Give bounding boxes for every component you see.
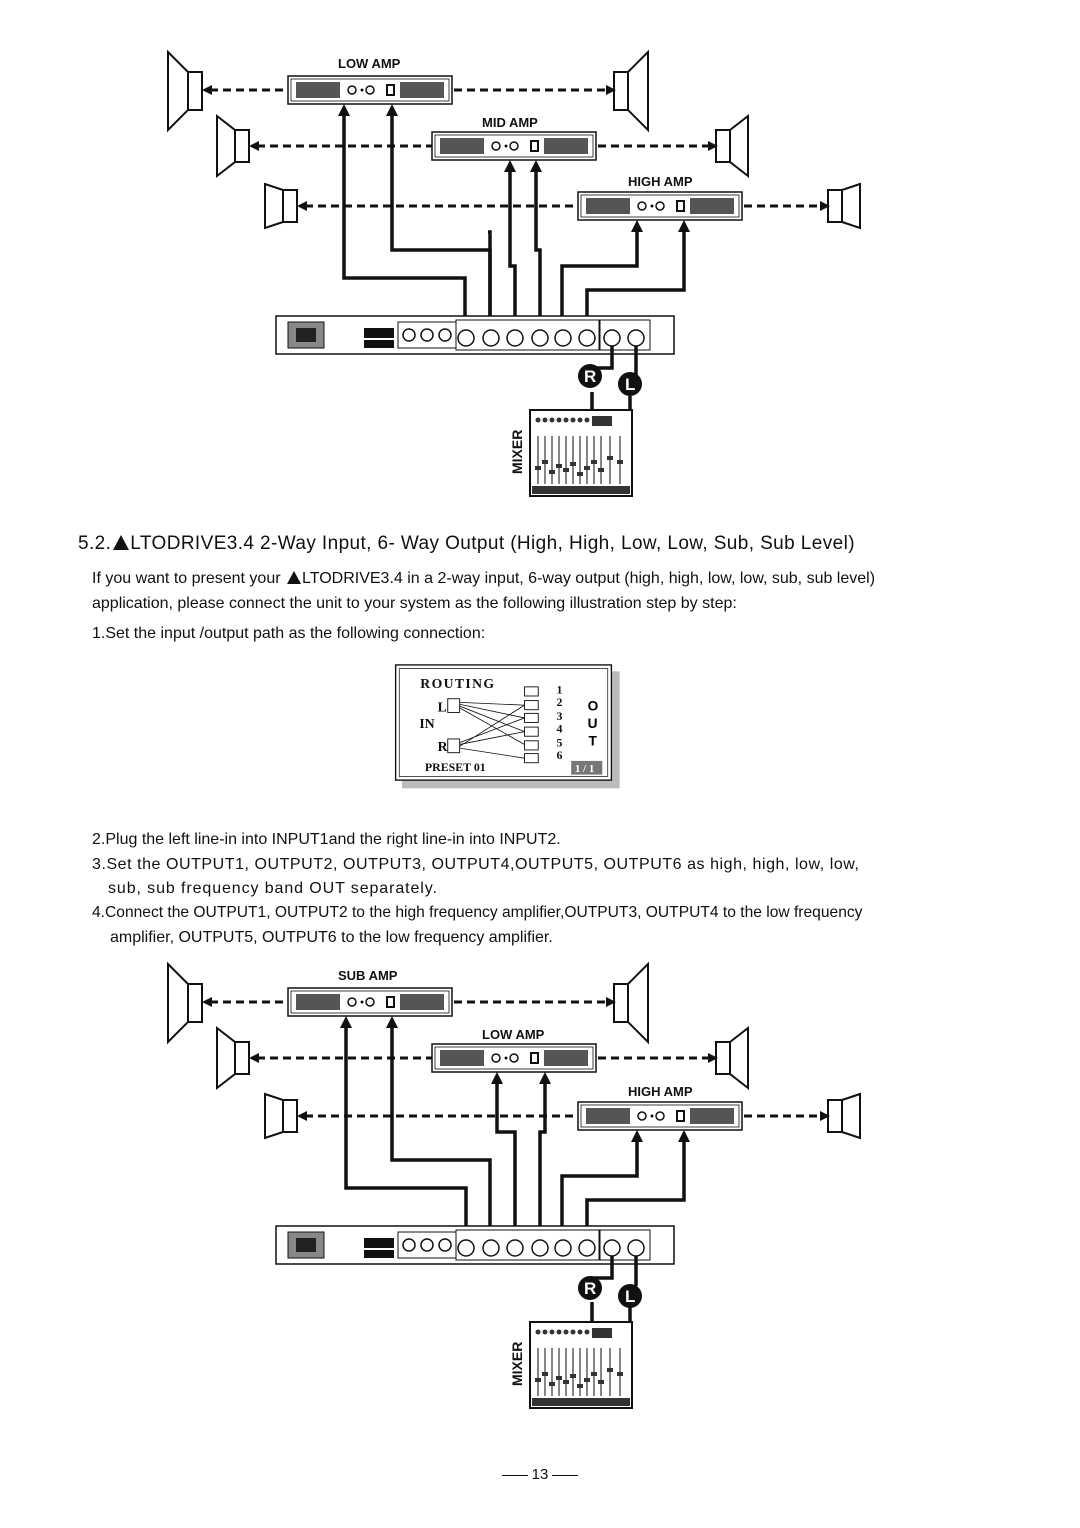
intro-line-2: application, please connect the unit to …	[92, 595, 737, 612]
routing-input-right: R	[438, 739, 449, 754]
output-number: 2	[557, 695, 563, 709]
out-letter: T	[589, 733, 598, 748]
out-letter: U	[588, 716, 598, 731]
output-number: 5	[557, 735, 563, 749]
top-left-channel-badge: L	[625, 375, 635, 394]
top-high-amp-label: HIGH AMP	[628, 174, 693, 189]
top-connection-diagram: LOW AMP MID AMP HIGH AMP R L MIXER	[167, 49, 861, 497]
bottom-left-channel-badge: L	[625, 1287, 635, 1306]
step-3-line-2: sub, sub frequency band OUT separately.	[108, 880, 438, 897]
top-mid-amp-label: MID AMP	[482, 115, 538, 130]
section-number: 5.2.	[78, 533, 112, 554]
brand-triangle-icon	[287, 571, 301, 584]
routing-input-group: IN	[419, 716, 434, 731]
bottom-low-amp-label: LOW AMP	[482, 1027, 545, 1042]
output-number: 6	[557, 748, 563, 762]
preset-label: PRESET 01	[425, 760, 486, 774]
bottom-high-amp-label: HIGH AMP	[628, 1084, 693, 1099]
page-number-rule	[501, 1474, 528, 1476]
top-right-channel-badge: R	[584, 367, 596, 386]
step-4-line-1: 4.Connect the OUTPUT1, OUTPUT2 to the hi…	[92, 904, 863, 921]
brand-triangle-icon	[113, 535, 130, 550]
output-number: 3	[557, 709, 563, 723]
section-title: LTODRIVE3.4 2-Way Input, 6- Way Output (…	[130, 533, 855, 554]
bottom-sub-amp-label: SUB AMP	[338, 968, 398, 983]
routing-screen: ROUTING L IN R 1 2 3 4 5 6 O U T PRESET …	[394, 664, 620, 789]
section-heading: 5.2. LTODRIVE3.4 2-Way Input, 6- Way Outp…	[78, 533, 855, 555]
output-number: 1	[557, 682, 563, 696]
intro-text-end: LTODRIVE3.4 in a 2-way input, 6-way outp…	[302, 570, 876, 587]
out-letter: O	[588, 699, 599, 714]
routing-title: ROUTING	[420, 676, 495, 691]
bottom-mixer-label: MIXER	[509, 1342, 525, 1386]
step-2: 2.Plug the left line-in into INPUT1and t…	[92, 831, 561, 848]
page-number: 13	[0, 1466, 1080, 1483]
bottom-right-channel-badge: R	[584, 1279, 596, 1298]
routing-input-left: L	[438, 700, 447, 715]
intro-line-1: If you want to present your LTODRIVE3.4 …	[92, 567, 875, 592]
page-number-rule	[552, 1474, 579, 1476]
top-mixer-label: MIXER	[509, 430, 525, 474]
step-4-line-2: amplifier, OUTPUT5, OUTPUT6 to the low f…	[110, 929, 553, 946]
output-number: 4	[557, 722, 563, 736]
bottom-connection-diagram: SUB AMP LOW AMP HIGH AMP R L MIXER	[167, 961, 861, 1409]
step-1: 1.Set the input /output path as the foll…	[92, 625, 486, 642]
step-3-line-1: 3.Set the OUTPUT1, OUTPUT2, OUTPUT3, OUT…	[92, 856, 860, 873]
intro-text-start: If you want to present your	[92, 570, 285, 587]
top-low-amp-label: LOW AMP	[338, 56, 401, 71]
page-number-value: 13	[531, 1466, 549, 1483]
page-indicator: 1 / 1	[575, 763, 595, 775]
